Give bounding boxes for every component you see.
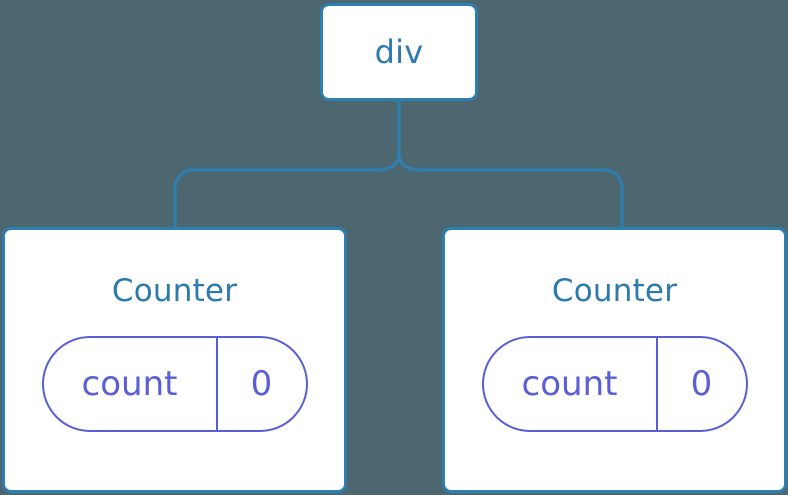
node-counter-left[interactable]: Counter count 0	[2, 227, 347, 493]
state-value-left: 0	[250, 364, 273, 404]
state-pill-left[interactable]: count 0	[41, 336, 308, 432]
node-root-label: div	[374, 33, 424, 71]
edge-root-to-right-counter	[397, 98, 624, 230]
state-pill-right[interactable]: count 0	[481, 336, 748, 432]
node-root-div[interactable]: div	[320, 3, 478, 101]
node-counter-right[interactable]: Counter count 0	[442, 227, 787, 493]
node-counter-right-label: Counter	[551, 273, 678, 309]
state-key-right: count	[484, 338, 658, 430]
state-value-right: 0	[690, 364, 713, 404]
node-counter-left-label: Counter	[111, 273, 238, 309]
state-key-left: count	[44, 338, 218, 430]
edge-root-to-left-counter	[173, 98, 401, 230]
